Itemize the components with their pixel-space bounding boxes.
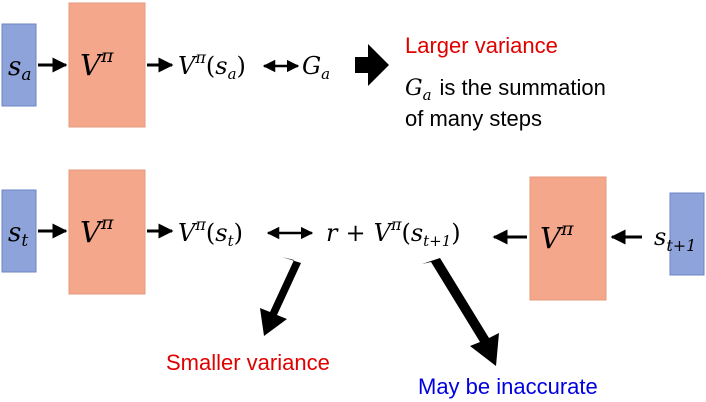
- state-box-sa: [1, 23, 37, 107]
- smaller-variance-label: Smaller variance: [166, 350, 330, 375]
- vpi-label-bottom-left: Vπ: [80, 212, 114, 249]
- state-label-sa: sa: [8, 52, 31, 85]
- state-box-st: [1, 189, 37, 273]
- value-expr-st: Vπ(st): [178, 215, 243, 250]
- vpi-box-bottom-left: [68, 169, 146, 295]
- larger-variance-label: Larger variance: [405, 33, 558, 58]
- state-box-st1: [669, 192, 705, 276]
- big-arrow-to-may-be-inaccurate: [422, 258, 499, 366]
- state-label-st1: st+1: [654, 223, 696, 255]
- target-ga: Ga: [302, 52, 330, 83]
- big-arrow-right: [355, 44, 389, 86]
- vpi-label-top: Vπ: [80, 45, 114, 82]
- note-line-2: of many steps: [405, 106, 542, 131]
- value-expr-sa: Vπ(sa): [178, 48, 246, 83]
- big-arrow-to-smaller-variance: [260, 257, 301, 336]
- vpi-label-bottom-right: Vπ: [540, 218, 574, 255]
- state-label-st: st: [8, 218, 28, 251]
- vpi-box-bottom-right: [529, 176, 607, 301]
- vpi-box-top: [68, 2, 146, 128]
- may-be-inaccurate-label: May be inaccurate: [418, 374, 598, 399]
- td-target-expr: r+Vπ(st+1): [326, 215, 461, 250]
